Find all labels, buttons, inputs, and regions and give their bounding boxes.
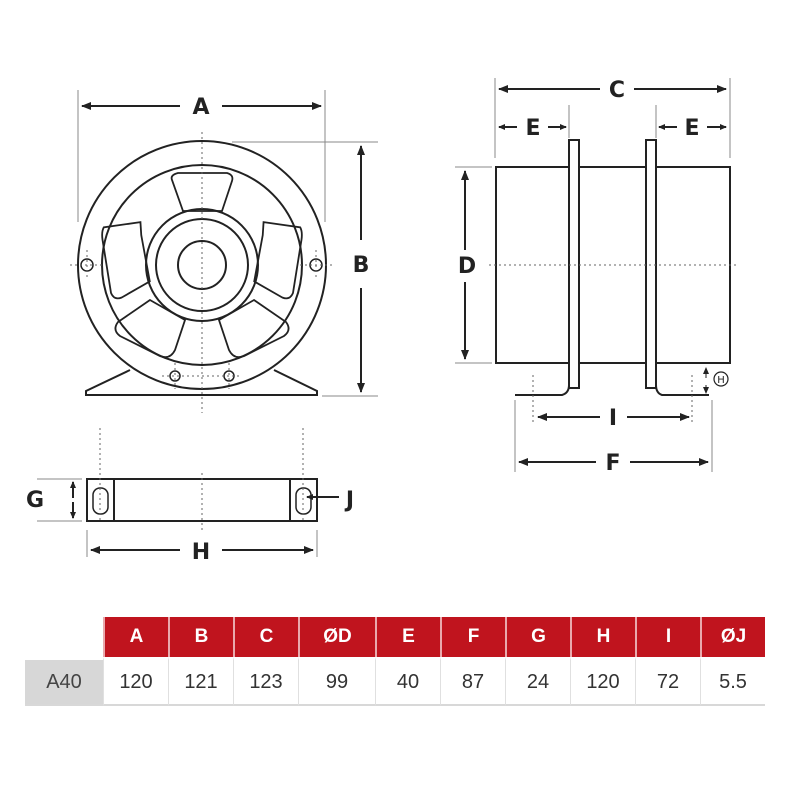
dim-label-d: D [458, 254, 476, 279]
foot-view [37, 428, 339, 557]
table-header-row: A B C ØD E F G H I ØJ [25, 617, 765, 657]
column-header: B [168, 617, 233, 657]
header-blank-cell [25, 617, 103, 657]
technical-drawing: A B C E E D I F G H J H [26, 78, 737, 565]
dim-label-a: A [192, 95, 209, 120]
column-header: I [635, 617, 700, 657]
dim-label-j: J [344, 488, 354, 513]
value-cell: 120 [103, 657, 168, 706]
dim-label-f: F [605, 451, 620, 476]
dim-label-h: H [192, 540, 210, 565]
front-view [70, 90, 378, 413]
column-header: A [103, 617, 168, 657]
dim-label-e-right: E [684, 116, 699, 141]
column-header: E [375, 617, 440, 657]
column-header: F [440, 617, 505, 657]
value-cell: 24 [505, 657, 570, 706]
column-header: G [505, 617, 570, 657]
column-header: ØD [298, 617, 375, 657]
value-cell: 72 [635, 657, 700, 706]
dim-label-b: B [353, 253, 370, 278]
dim-label-i: I [609, 406, 617, 431]
value-cell: 5.5 [700, 657, 765, 706]
dim-label-g: G [26, 488, 44, 513]
dim-label-e-left: E [525, 116, 540, 141]
dim-label-c: C [609, 78, 625, 103]
dim-label-h-small: H [717, 375, 725, 386]
dimensions-table: A B C ØD E F G H I ØJ A40 120 121 123 99… [25, 617, 765, 706]
value-cell: 99 [298, 657, 375, 706]
model-cell: A40 [25, 657, 103, 706]
table-row: A40 120 121 123 99 40 87 24 120 72 5.5 [25, 657, 765, 706]
side-view [455, 78, 737, 472]
value-cell: 121 [168, 657, 233, 706]
column-header: C [233, 617, 298, 657]
value-cell: 40 [375, 657, 440, 706]
value-cell: 87 [440, 657, 505, 706]
column-header: ØJ [700, 617, 765, 657]
value-cell: 120 [570, 657, 635, 706]
value-cell: 123 [233, 657, 298, 706]
column-header: H [570, 617, 635, 657]
